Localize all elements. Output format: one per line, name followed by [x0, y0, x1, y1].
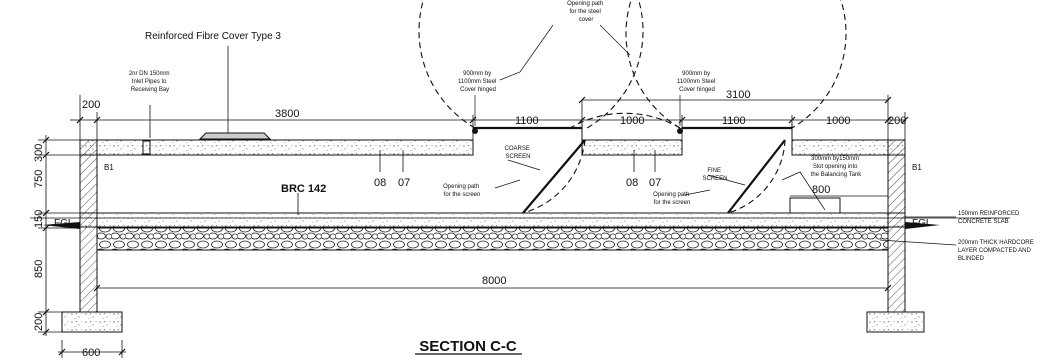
inlet-line-3: Receiving Bay	[131, 87, 169, 93]
label-slot-opening: 300mm by150mm Slot opening into the Bala…	[811, 156, 863, 178]
label-slab-note: 150mm REINFORCED CONCRETE SLAB	[958, 211, 1021, 225]
title: SECTION C-C	[419, 338, 517, 355]
label-cover-type: Reinforced Fibre Cover Type 3	[145, 31, 281, 42]
cover-path-line-2: for the steel	[569, 9, 600, 15]
label-fine-screen: FINE SCREEN	[702, 168, 727, 182]
label-ref-08-a: 08	[374, 177, 386, 189]
hardcore-line-2: LAYER COMPACTED AND	[958, 248, 1031, 254]
dim-v750: 750	[33, 170, 45, 188]
label-inlet-pipes: 2nr DN 150mm Inlet Pipes to Receiving Ba…	[129, 71, 171, 93]
label-brc: BRC 142	[281, 183, 326, 195]
dim-3100: 3100	[726, 89, 750, 101]
hardcore-layer	[96, 227, 889, 251]
steel-b-line-1: 900mm by	[682, 71, 710, 77]
dim-600: 600	[82, 347, 100, 359]
label-opening-path-screen-a: Opening path for the screen	[443, 184, 481, 198]
screen-path-a	[522, 139, 586, 214]
hardcore-line-1: 200mm THICK HARDCORE	[958, 240, 1034, 246]
label-fgl-right: FGL	[912, 218, 932, 229]
screen-a-line-1: Opening path	[443, 184, 479, 190]
dim-1100-a: 1100	[515, 115, 539, 127]
label-b1-right: B1	[912, 163, 922, 172]
slot-opening-box	[789, 197, 841, 214]
hinge-b	[677, 128, 683, 134]
right-footing	[866, 311, 925, 333]
dim-800: 800	[812, 184, 830, 196]
coarse-line-1: COARSE	[504, 146, 529, 152]
cover-path-line-1: Opening path	[567, 1, 603, 7]
label-ref-08-b: 08	[626, 177, 638, 189]
slot-line-1: 300mm by150mm	[811, 156, 859, 162]
hinge-a	[472, 128, 478, 134]
fine-screen	[727, 139, 786, 214]
label-b1-left: B1	[104, 163, 114, 172]
inlet-pipe	[142, 140, 151, 155]
dim-1100-b: 1100	[722, 115, 746, 127]
label-ref-07-b: 07	[649, 177, 661, 189]
steel-a-line-1: 900mm by	[463, 71, 491, 77]
screen-b-line-1: Opening path	[653, 192, 689, 198]
slot-line-2: Slot opening into	[813, 164, 858, 170]
fibre-cover	[198, 132, 272, 140]
dim-v300: 300	[33, 144, 45, 162]
dim-v150: 150	[33, 210, 45, 228]
dim-v850: 850	[33, 260, 45, 278]
steel-b-line-2: 1100mm Steel	[677, 79, 715, 85]
label-steel-cover-a: 900mm by 1100mm Steel Cover hinged	[458, 71, 498, 93]
dim-200-left: 200	[82, 99, 100, 111]
screen-path-b	[727, 139, 786, 214]
dim-1000-b: 1000	[826, 115, 850, 127]
steel-b-line-3: Cover hinged	[679, 87, 715, 93]
left-footing	[61, 311, 123, 333]
fine-line-1: FINE	[707, 168, 721, 174]
label-ref-07-a: 07	[398, 177, 410, 189]
label-opening-path-screen-b: Opening path for the screen	[653, 192, 691, 206]
dim-v200: 200	[33, 313, 45, 331]
slab-line-1: 150mm REINFORCED	[958, 211, 1020, 217]
inlet-line-2: Inlet Pipes to	[132, 79, 167, 85]
label-steel-cover-b: 900mm by 1100mm Steel Cover hinged	[677, 71, 717, 93]
label-coarse-screen: COARSE SCREEN	[504, 146, 531, 160]
dim-200-right: 200	[888, 115, 906, 127]
dim-3800: 3800	[275, 108, 299, 120]
top-slab-right	[791, 139, 906, 156]
coarse-screen	[522, 139, 586, 214]
steel-a-line-3: Cover hinged	[460, 87, 496, 93]
hardcore-line-3: BLINDED	[958, 256, 985, 262]
screen-b-line-2: for the screen	[654, 200, 691, 206]
slot-line-3: the Balancing Tank	[811, 172, 863, 178]
top-slab-left	[79, 139, 474, 156]
fine-line-2: SCREEN	[702, 176, 727, 182]
base-slab	[79, 212, 906, 228]
label-fgl-left: FGL	[54, 218, 74, 229]
coarse-line-2: SCREEN	[505, 154, 530, 160]
label-opening-path-cover: Opening path for the steel cover	[567, 1, 605, 23]
screen-a-line-2: for the screen	[444, 192, 481, 198]
dim-8000: 8000	[482, 275, 506, 287]
steel-a-line-2: 1100mm Steel	[458, 79, 496, 85]
slab-line-2: CONCRETE SLAB	[958, 219, 1009, 225]
label-hardcore-note: 200mm THICK HARDCORE LAYER COMPACTED AND…	[958, 240, 1035, 262]
cover-path-line-3: cover	[579, 17, 594, 23]
cover-path-a	[418, 0, 644, 129]
top-slab-middle	[581, 139, 683, 156]
label-cover-type-line1: Reinforced Fibre Cover Type 3	[145, 31, 281, 42]
dim-1000-a: 1000	[620, 115, 644, 127]
inlet-line-1: 2nr DN 150mm	[129, 71, 170, 77]
